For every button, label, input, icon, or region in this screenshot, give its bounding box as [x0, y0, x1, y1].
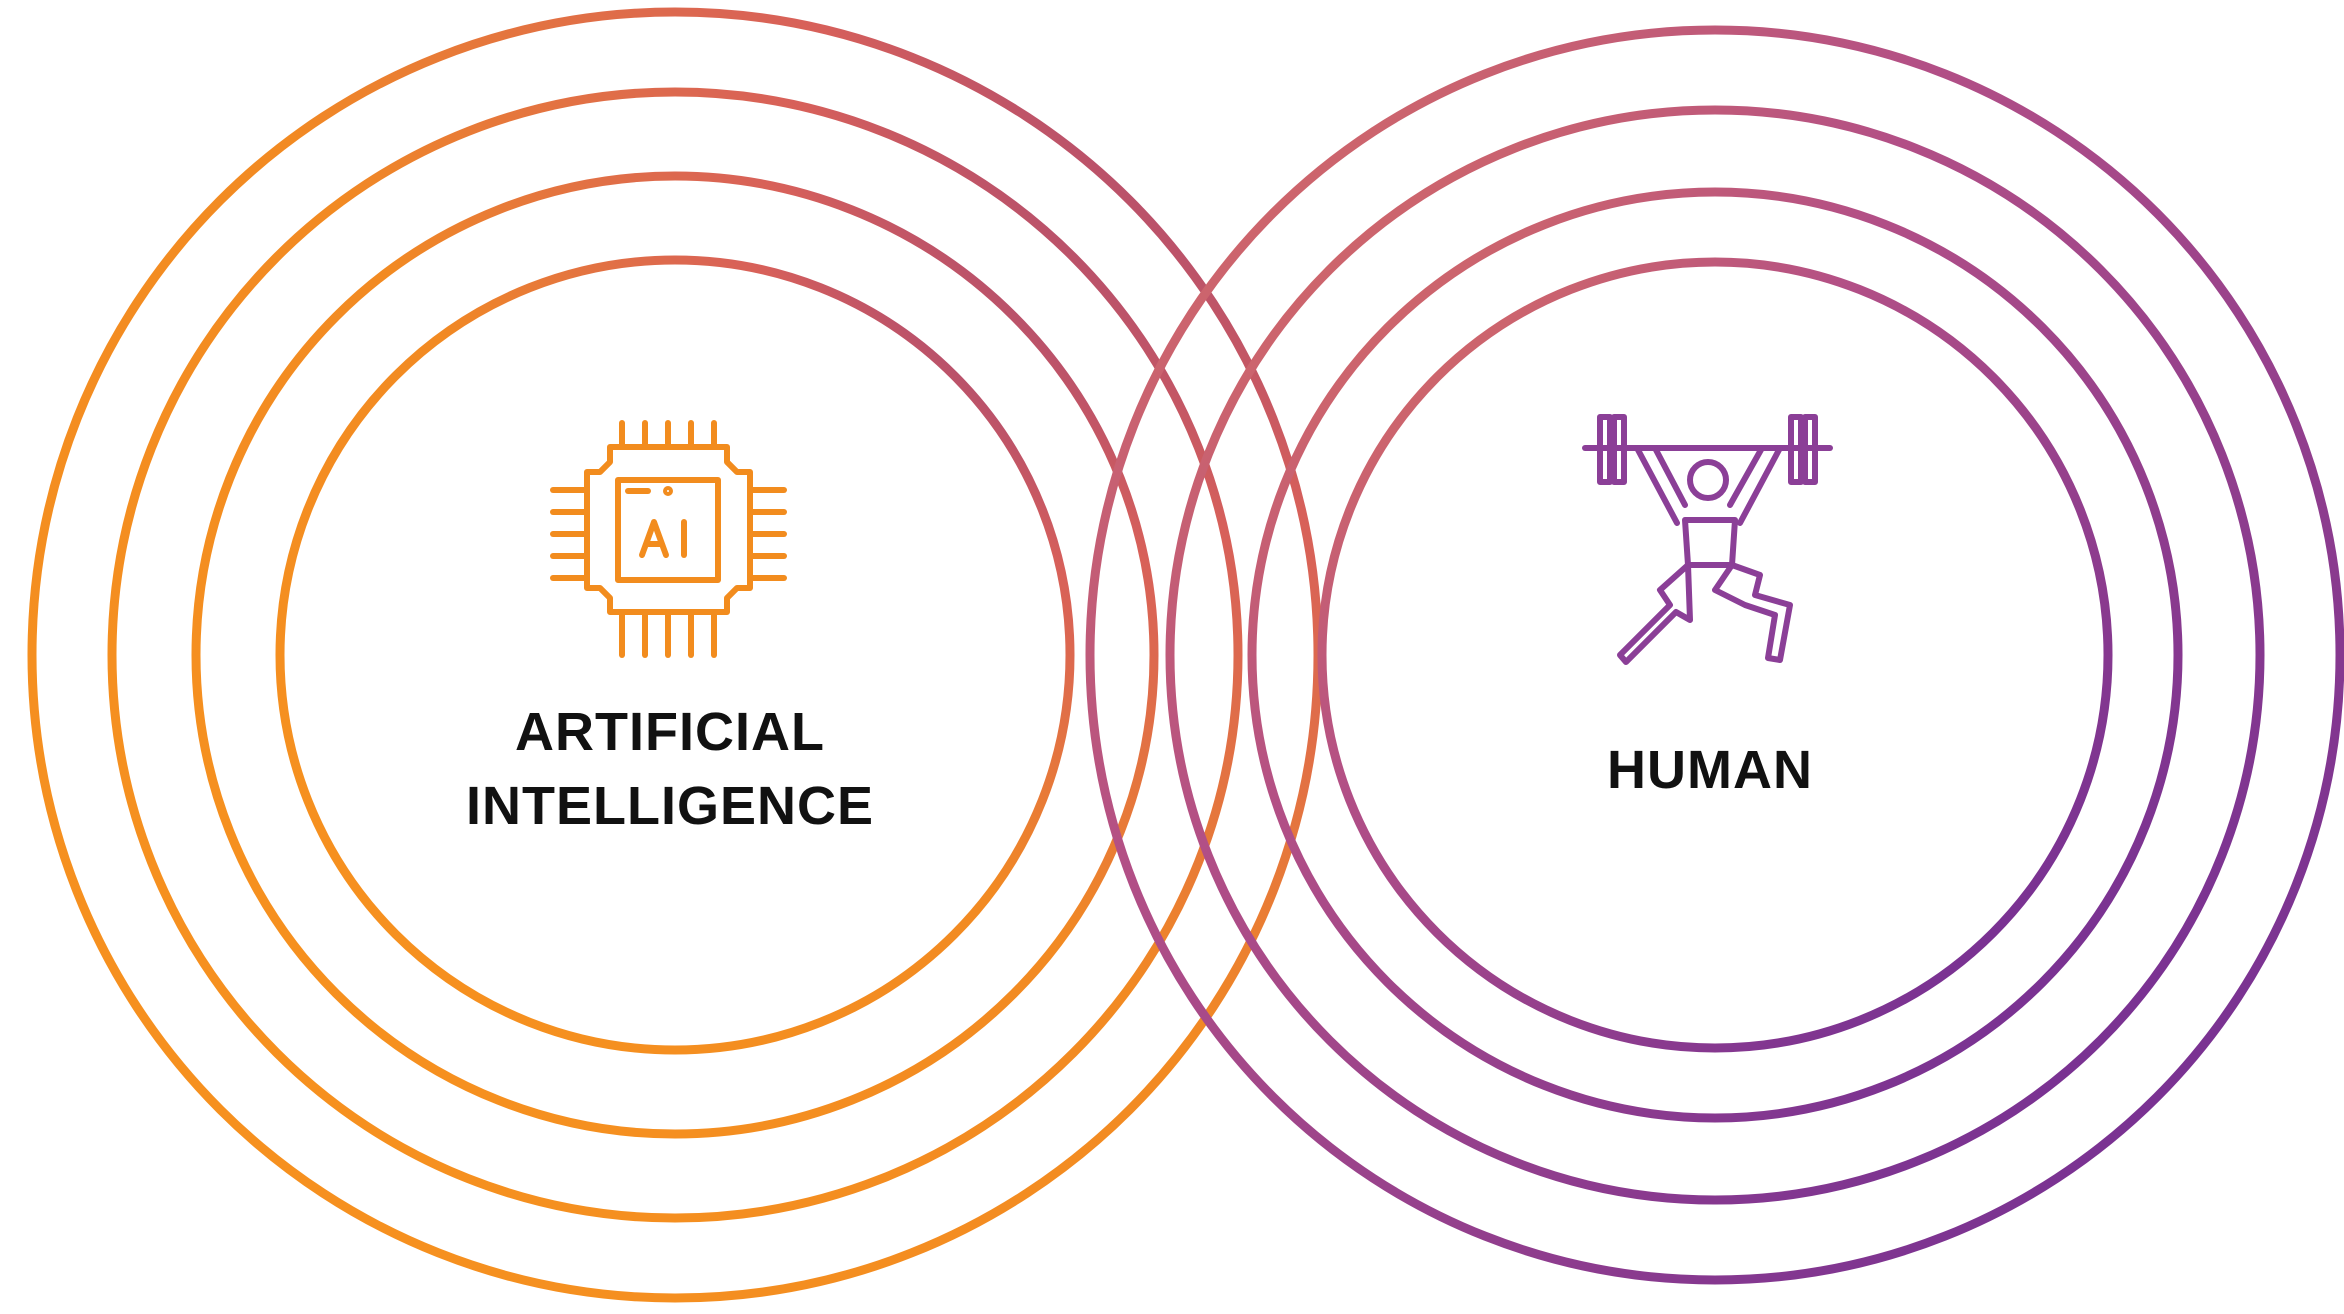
artificial-intelligence-label: ARTIFICIAL INTELLIGENCE [430, 705, 910, 853]
ai-label-line1: ARTIFICIAL [515, 702, 825, 762]
right-ring-2 [1247, 187, 2183, 1123]
ai-label-line2: INTELLIGENCE [465, 776, 874, 836]
weightlifter-icon [1582, 414, 1833, 665]
right-rings [1085, 25, 2344, 1285]
right-ring-3 [1165, 105, 2265, 1205]
left-ring-inner [275, 255, 1075, 1055]
left-ring-3 [107, 87, 1243, 1223]
left-ring-2 [191, 171, 1159, 1139]
right-ring-outer [1085, 25, 2344, 1285]
human-label: HUMAN [1607, 740, 1813, 800]
ai-chip-icon [550, 420, 787, 658]
right-ring-inner [1317, 257, 2113, 1053]
